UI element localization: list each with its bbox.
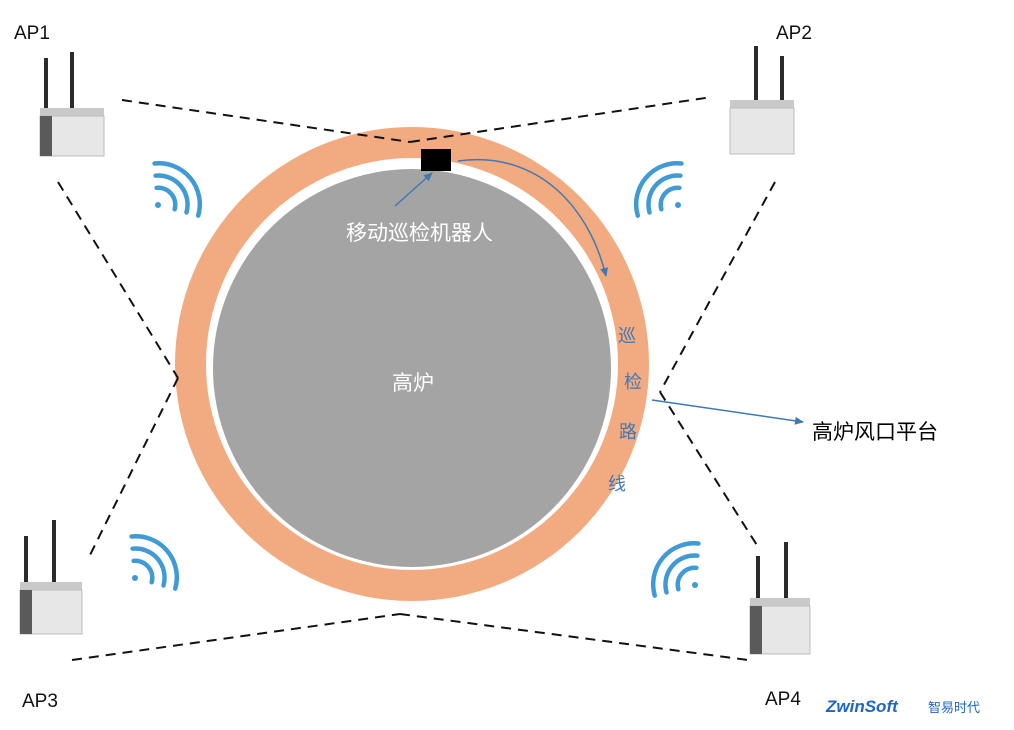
ap3-label: AP3	[22, 691, 58, 712]
brand-logo: ZwinSoft	[825, 697, 899, 716]
wifi-signal-icon	[650, 541, 701, 598]
access-point-ap4	[749, 542, 811, 655]
platform-pointer-arrow	[651, 399, 804, 425]
brand-chinese: 智易时代	[928, 701, 980, 716]
path-char-2: 检	[624, 372, 642, 393]
coverage-lines	[57, 96, 776, 661]
robot-label: 移动巡检机器人	[346, 221, 493, 245]
robot-path-arrow	[457, 159, 608, 277]
ap4-label: AP4	[765, 689, 801, 710]
ap1-label: AP1	[14, 23, 50, 44]
furnace-body	[213, 169, 611, 567]
ap2-label: AP2	[776, 23, 812, 44]
access-point-ap3	[19, 520, 83, 635]
wifi-signal-icon	[633, 161, 684, 218]
robot-label-pointer	[394, 172, 433, 207]
access-point-ap2	[729, 46, 795, 155]
furnace-label: 高炉	[392, 371, 434, 395]
path-char-3: 路	[619, 422, 637, 443]
path-char-4: 线	[608, 474, 626, 495]
path-char-1: 巡	[618, 326, 636, 347]
wifi-signal-icon	[129, 534, 180, 591]
access-point-ap1	[39, 52, 105, 157]
platform-label: 高炉风口平台	[812, 420, 938, 444]
wifi-signal-icon	[152, 161, 203, 218]
robot-marker	[421, 149, 451, 171]
